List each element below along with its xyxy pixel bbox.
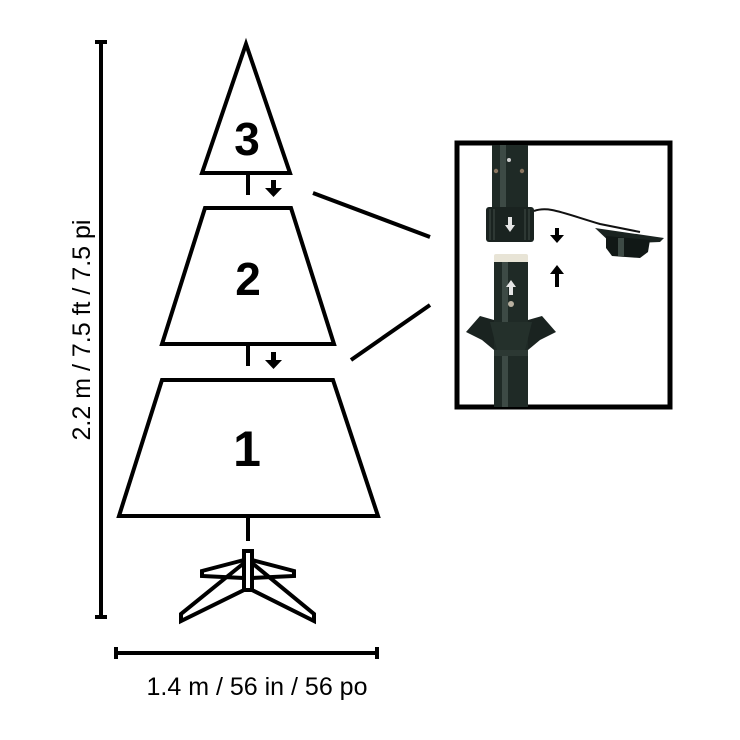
down-arrow-icon: [265, 352, 282, 369]
width-dimension: [114, 647, 379, 659]
down-arrow-icon: [265, 180, 282, 197]
push-down-arrow-icon: [550, 228, 564, 243]
tree-section-2: 2: [159, 206, 337, 346]
tree-section-1: 1: [116, 378, 381, 518]
section-2-number: 2: [235, 253, 261, 305]
branch-hinge: [466, 316, 556, 356]
height-label: 2.2 m / 7.5 ft / 7.5 pi: [68, 220, 96, 441]
width-label: 1.4 m / 56 in / 56 po: [147, 673, 368, 701]
callout-line-bottom: [349, 303, 432, 362]
down-arrow-icon: [505, 217, 515, 232]
section-1-number: 1: [233, 421, 261, 477]
up-arrow-icon: [506, 280, 516, 295]
connector-detail-inset: [454, 140, 673, 410]
push-up-arrow-icon: [550, 265, 564, 287]
tree-stand: [179, 549, 316, 625]
tree-section-3: 3: [199, 37, 293, 175]
section-3-number: 3: [234, 113, 260, 165]
end-cap: [595, 228, 664, 258]
callout-line-top: [312, 191, 431, 239]
height-dimension: [95, 40, 107, 619]
